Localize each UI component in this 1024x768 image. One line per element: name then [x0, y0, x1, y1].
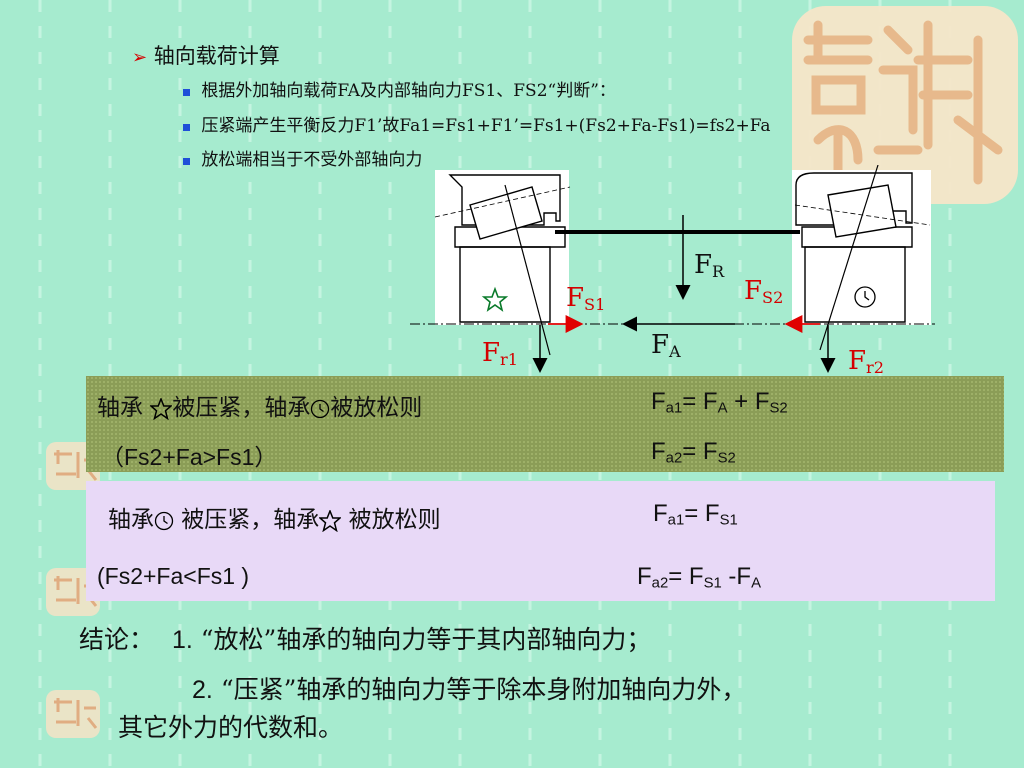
case1-equation-1: Fa1= FA + FS2	[651, 388, 788, 417]
bearing-diagram	[410, 165, 935, 373]
case1-condition: （Fs2+Fa>Fs1）	[101, 444, 278, 470]
fs1-label: FS1	[566, 283, 606, 315]
case2-statement: 轴承 被压紧，轴承 被放松则	[108, 507, 441, 533]
clock-icon	[854, 286, 876, 308]
case1-statement: 轴承 被压紧，轴承被放松则	[97, 395, 423, 421]
case1-equation-2: Fa2= FS2	[651, 438, 736, 467]
star-icon	[481, 286, 509, 312]
fa-label: FA	[651, 330, 681, 362]
square-bullet-icon	[183, 124, 190, 131]
sub-bullet-1-text: 根据外加轴向载荷FA及内部轴向力FS1、FS2“判断”：	[201, 81, 616, 101]
star-icon	[150, 398, 173, 420]
conclusion-line-1: 结论： 1. “放松”轴承的轴向力等于其内部轴向力；	[79, 625, 652, 654]
fs2-label: FS2	[744, 276, 784, 308]
main-bullet-text: 轴向载荷计算	[153, 44, 280, 68]
square-bullet-icon	[183, 89, 190, 96]
sub-bullet-2-text: 压紧端产生平衡反力F1’故Fa1=Fs1+F1’=Fs1+(Fs2+Fa-Fs1…	[201, 116, 771, 136]
fr2-label: Fr2	[848, 346, 884, 378]
main-bullet: ➢ 轴向载荷计算	[132, 40, 280, 70]
case2-condition: (Fs2+Fa<Fs1 )	[97, 563, 250, 589]
square-bullet-icon	[183, 158, 190, 165]
sub-bullet-2: 压紧端产生平衡反力F1’故Fa1=Fs1+F1’=Fs1+(Fs2+Fa-Fs1…	[183, 111, 770, 136]
conclusion-line-3: 其它外力的代数和。	[118, 713, 344, 742]
star-icon	[319, 510, 342, 532]
case2-equation-1: Fa1= FS1	[653, 500, 738, 529]
fr-label: FR	[694, 250, 725, 282]
case1-panel	[86, 376, 1004, 472]
left-bearing	[434, 170, 571, 356]
sub-bullet-3: 放松端相当于不受外部轴向力	[183, 145, 422, 170]
conclusion-line-2: 2. “压紧”轴承的轴向力等于除本身附加轴向力外，	[192, 675, 747, 704]
chevron-right-icon: ➢	[132, 47, 148, 68]
clock-icon	[311, 399, 330, 419]
sub-bullet-1: 根据外加轴向载荷FA及内部轴向力FS1、FS2“判断”：	[183, 76, 616, 101]
fr1-label: Fr1	[482, 338, 518, 370]
sub-bullet-3-text: 放松端相当于不受外部轴向力	[201, 150, 423, 170]
right-bearing	[792, 165, 931, 351]
seal-logo	[792, 6, 1018, 204]
seal-logo-small	[46, 690, 100, 738]
case2-equation-2: Fa2= FS1 -FA	[637, 563, 762, 592]
clock-icon	[154, 511, 174, 531]
case2-panel	[86, 481, 995, 601]
